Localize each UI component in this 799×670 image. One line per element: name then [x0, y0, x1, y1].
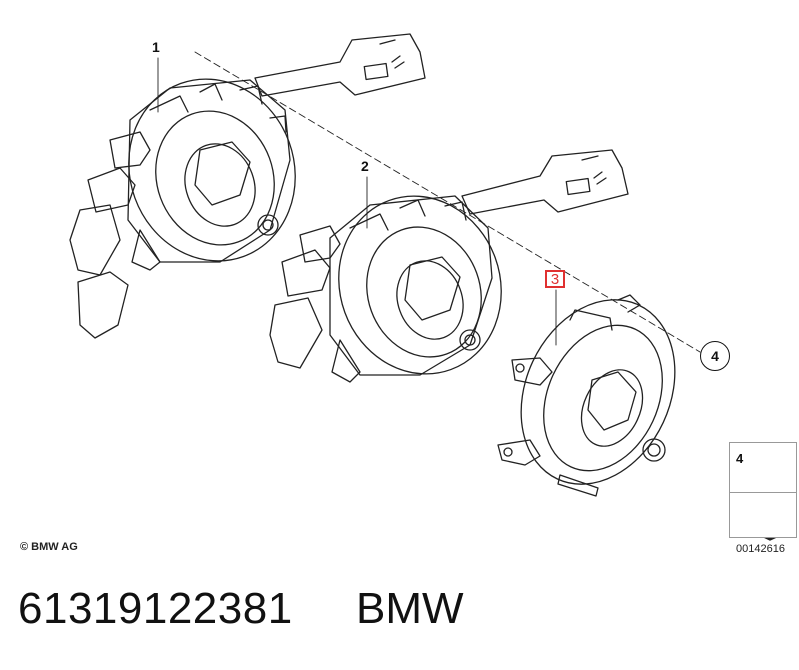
- diagram-number: 00142616: [736, 543, 785, 555]
- callout-4[interactable]: 4: [700, 341, 730, 371]
- legend-divider: [730, 492, 796, 493]
- switch-cluster-2: [269, 149, 629, 383]
- callout-3-highlighted[interactable]: 3: [545, 270, 565, 288]
- callout-1[interactable]: 1: [152, 39, 160, 55]
- footer-brand: BMW: [356, 584, 464, 633]
- callout-2[interactable]: 2: [361, 158, 369, 174]
- footer-part-number: 61319122381: [18, 584, 293, 633]
- legend-box: 4: [729, 442, 797, 538]
- legend-part-number: 4: [736, 451, 744, 466]
- clock-spring-3: [497, 294, 676, 497]
- copyright-notice: © BMW AG: [20, 541, 78, 553]
- assembly-axis-line: [194, 51, 701, 353]
- switch-cluster-1: [69, 33, 426, 339]
